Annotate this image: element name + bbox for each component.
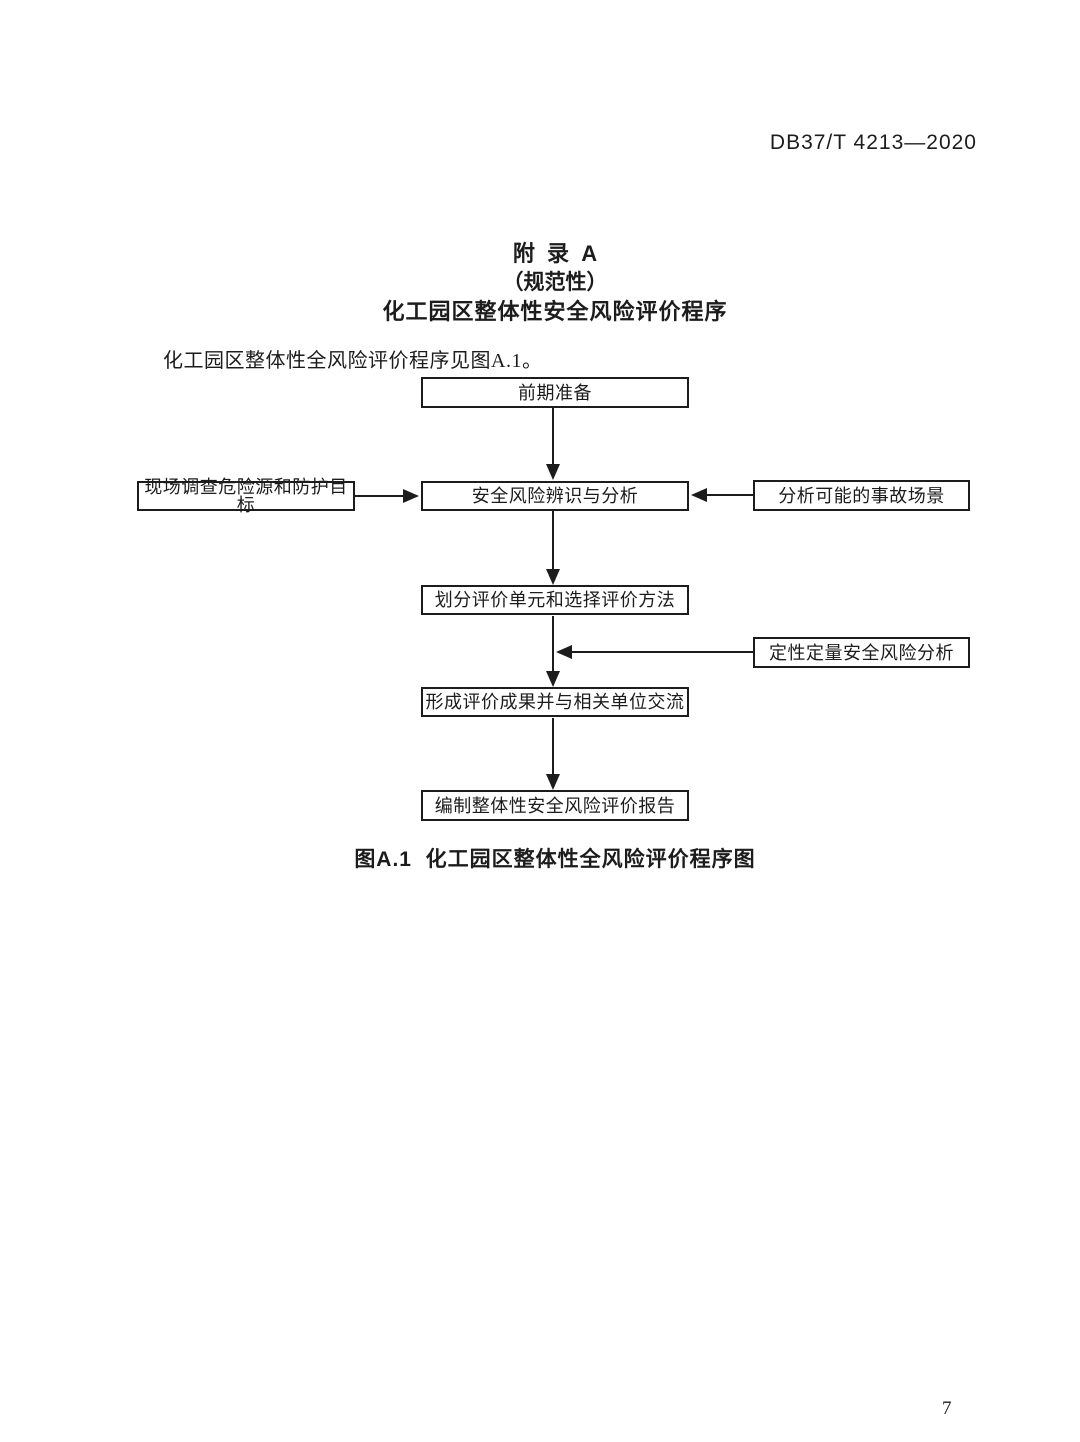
flow-box-report: 编制整体性安全风险评价报告: [421, 790, 689, 821]
standard-code: DB37/T 4213—2020: [769, 131, 977, 154]
flow-box-unit-division: 划分评价单元和选择评价方法: [421, 585, 689, 615]
flow-box-accident-scenarios: 分析可能的事故场景: [753, 480, 970, 511]
flow-box-qualitative-quantitative: 定性定量安全风险分析: [753, 637, 970, 668]
flow-box-preparation: 前期准备: [421, 377, 689, 408]
figure-caption: 图A.1 化工园区整体性全风险评价程序图: [354, 848, 756, 871]
appendix-title: 附 录 A: [512, 241, 598, 266]
flow-box-results-exchange: 形成评价成果并与相关单位交流: [421, 687, 689, 717]
appendix-heading: 化工园区整体性安全风险评价程序: [382, 299, 728, 324]
page-number: 7: [942, 1398, 952, 1419]
flow-box-risk-identification: 安全风险辨识与分析: [421, 481, 689, 511]
intro-paragraph: 化工园区整体性全风险评价程序见图A.1。: [163, 350, 543, 372]
flow-box-site-survey: 现场调查危险源和防护目标: [137, 478, 355, 514]
appendix-subtitle: （规范性）: [502, 271, 608, 294]
